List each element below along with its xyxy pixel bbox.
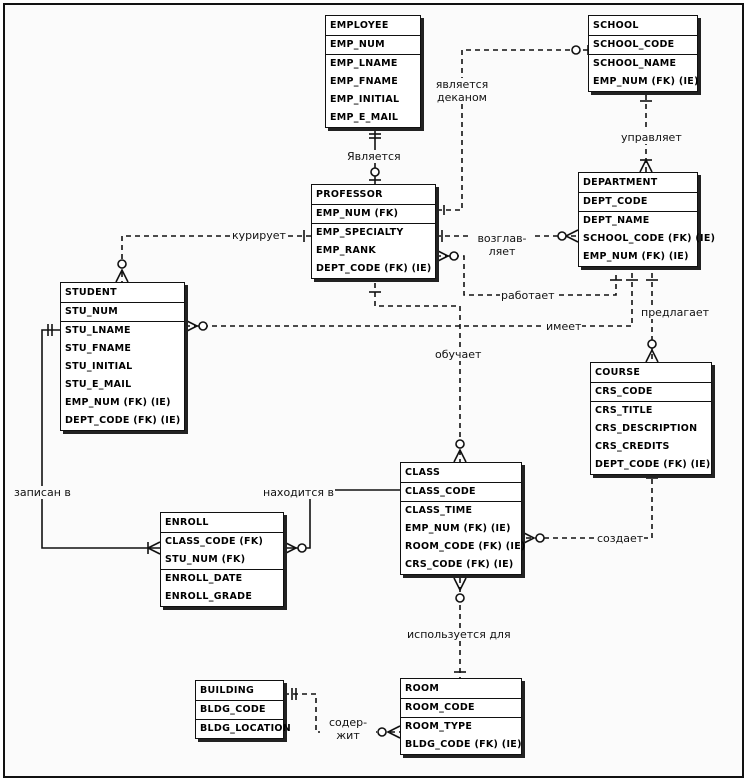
attr: EMP_RANK	[316, 245, 377, 256]
entity-course: COURSE CRS_CODE CRS_TITLE CRS_DESCRIPTIO…	[590, 362, 712, 475]
attr: CRS_DESCRIPTION	[595, 423, 698, 434]
attr-pk: EMP_NUM (FK)	[312, 205, 435, 224]
label-offers: предлагает	[640, 306, 711, 319]
rel-teaches-line	[374, 283, 461, 462]
attr: DEPT_CODE (FK) (IE)	[316, 263, 432, 274]
rel-advises-line	[121, 235, 311, 282]
entity-title: ENROLL	[161, 513, 283, 533]
attr: ROOM_CODE (FK) (IE)	[405, 541, 526, 552]
entity-building: BUILDING BLDG_CODE BLDG_LOCATION	[195, 680, 292, 739]
entity-class: CLASS CLASS_CODE CLASS_TIME EMP_NUM (FK)…	[400, 462, 526, 575]
attr: CLASS_TIME	[405, 505, 473, 516]
entity-title: EMPLOYEE	[326, 16, 420, 36]
entity-title: BUILDING	[196, 681, 283, 701]
attr: DEPT_NAME	[583, 215, 650, 226]
rel-has-line	[185, 273, 633, 327]
attr-pk: BLDG_CODE	[196, 701, 283, 720]
label-located: находится в	[262, 486, 335, 499]
label-is-dean: является деканом	[426, 78, 498, 104]
attr: ENROLL_GRADE	[165, 591, 253, 602]
rel-enrolled-line	[41, 329, 160, 549]
label-has: имеет	[545, 320, 583, 333]
attr: STU_LNAME	[65, 325, 131, 336]
entity-enroll: ENROLL CLASS_CODE (FK) STU_NUM (FK) ENRO…	[160, 512, 284, 607]
attr: SCHOOL_CODE (FK) (IE)	[583, 233, 716, 244]
attr-pk: CRS_CODE	[591, 383, 711, 402]
entity-professor: PROFESSOR EMP_NUM (FK) EMP_SPECIALTY EMP…	[311, 184, 436, 279]
entity-title: SCHOOL	[589, 16, 697, 36]
attr: ENROLL_DATE	[165, 573, 243, 584]
label-enrolled: записан в	[13, 486, 72, 499]
label-heads: возглав-ляет	[472, 232, 532, 258]
entity-school: SCHOOL SCHOOL_CODE SCHOOL_NAME EMP_NUM (…	[588, 15, 698, 92]
attr: EMP_NUM (FK) (IE)	[65, 397, 171, 408]
attr: STU_INITIAL	[65, 361, 133, 372]
entity-title: CLASS	[401, 463, 521, 483]
attr: EMP_NUM (FK) (IE)	[405, 523, 511, 534]
attr-pk: STU_NUM	[61, 303, 184, 322]
attr: EMP_E_MAIL	[330, 112, 399, 123]
entity-employee: EMPLOYEE EMP_NUM EMP_LNAME EMP_FNAME EMP…	[325, 15, 421, 128]
entity-title: ROOM	[401, 679, 521, 699]
entity-title: DEPARTMENT	[579, 173, 697, 193]
attr-pk: ROOM_CODE	[401, 699, 521, 718]
attr: STU_FNAME	[65, 343, 132, 354]
attr: CRS_CODE (FK) (IE)	[405, 559, 514, 570]
attr-pk: CLASS_CODE	[401, 483, 521, 502]
attr: EMP_FNAME	[330, 76, 399, 87]
attr: STU_E_MAIL	[65, 379, 132, 390]
label-used-for: используется для	[406, 628, 512, 641]
label-teaches: обучает	[434, 348, 483, 361]
rel-is-dean-line	[436, 49, 588, 211]
label-contains: содер-жит	[320, 716, 376, 742]
label-is-a: Является	[346, 150, 402, 163]
attr-pk: STU_NUM (FK)	[161, 551, 283, 570]
label-creates: создает	[596, 532, 645, 545]
label-manages: управляет	[620, 131, 683, 144]
attr: EMP_LNAME	[330, 58, 398, 69]
attr: CRS_CREDITS	[595, 441, 670, 452]
label-advises: курирует	[231, 229, 287, 242]
attr-pk: EMP_NUM	[326, 36, 420, 55]
attr: SCHOOL_NAME	[593, 58, 677, 69]
attr: EMP_INITIAL	[330, 94, 400, 105]
entity-title: COURSE	[591, 363, 711, 383]
attr: ROOM_TYPE	[405, 721, 473, 732]
attr: DEPT_CODE (FK) (IE)	[595, 459, 711, 470]
entity-department: DEPARTMENT DEPT_CODE DEPT_NAME SCHOOL_CO…	[578, 172, 716, 267]
attr-pk: SCHOOL_CODE	[589, 36, 697, 55]
attr: CRS_TITLE	[595, 405, 653, 416]
attr: EMP_NUM (FK) (IE)	[583, 251, 689, 262]
entity-room: ROOM ROOM_CODE ROOM_TYPE BLDG_CODE (FK) …	[400, 678, 522, 755]
label-works: работает	[500, 289, 556, 302]
attr: EMP_SPECIALTY	[316, 227, 404, 238]
entity-student: STUDENT STU_NUM STU_LNAME STU_FNAME STU_…	[60, 282, 185, 431]
attr-pk: DEPT_CODE	[579, 193, 697, 212]
attr: BLDG_CODE (FK) (IE)	[405, 739, 522, 750]
rel-creates-line	[522, 470, 653, 539]
attr: EMP_NUM (FK) (IE)	[593, 76, 699, 87]
attr-pk: CLASS_CODE (FK)	[165, 536, 264, 547]
attr: DEPT_CODE (FK) (IE)	[65, 415, 181, 426]
attr: BLDG_LOCATION	[200, 723, 292, 734]
entity-title: PROFESSOR	[312, 185, 435, 205]
entity-title: STUDENT	[61, 283, 184, 303]
